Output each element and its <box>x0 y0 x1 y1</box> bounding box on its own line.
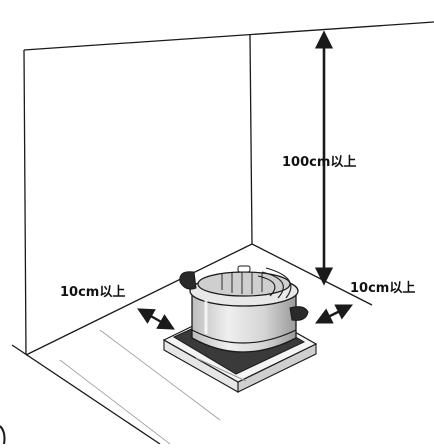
pot-body <box>191 291 297 353</box>
cooktop-control-strip <box>195 357 247 382</box>
left-wall-edge <box>23 49 27 356</box>
lid-ridges <box>221 272 263 294</box>
counter-front-edge <box>11 344 161 445</box>
left-clearance-arrow <box>137 308 175 330</box>
pot-lid <box>197 271 291 297</box>
left-floor-line <box>25 243 253 356</box>
room-outline <box>11 21 434 445</box>
wall-corner-edge <box>249 34 253 245</box>
lid-rings <box>257 267 292 299</box>
right-floor-line <box>251 243 373 306</box>
height-clearance-label: 100cm以上 <box>282 155 356 170</box>
pot-right-handle <box>289 306 309 321</box>
right-clearance-label: 10cm以上 <box>350 281 415 296</box>
partial-object-edge <box>0 425 6 445</box>
ceiling-line <box>23 21 434 51</box>
lid-knob <box>237 265 251 273</box>
pot <box>179 265 309 353</box>
floor-shading <box>59 329 221 445</box>
left-clearance-label: 10cm以上 <box>60 285 125 300</box>
pot-bottom-rim <box>191 329 297 344</box>
right-clearance-arrow <box>314 304 354 324</box>
pot-left-handle <box>179 271 197 290</box>
